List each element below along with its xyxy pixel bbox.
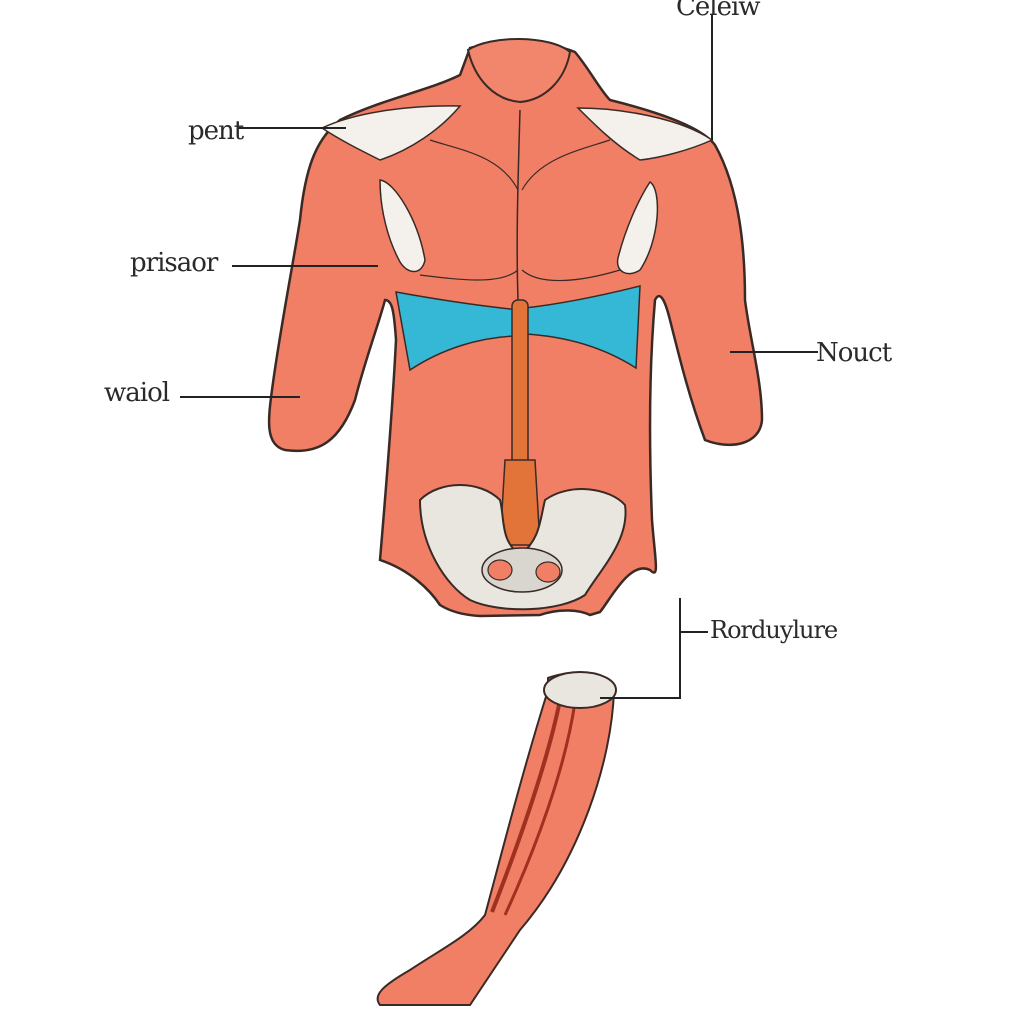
- side-highlight: [379, 179, 426, 273]
- leader-lines: [180, 14, 818, 699]
- label-arm-right: Nouct: [816, 338, 892, 368]
- torso-figure: [267, 38, 764, 618]
- neck: [466, 38, 572, 104]
- leg-muscle-line: [490, 699, 562, 913]
- leg-shape: [376, 671, 616, 1006]
- shoulder-highlight: [576, 107, 714, 161]
- knee-bone: [543, 671, 617, 709]
- pelvis-inner: [535, 561, 561, 583]
- label-shoulder-left: pent: [188, 116, 244, 146]
- muscle-line: [429, 139, 519, 191]
- muscle-line: [516, 109, 521, 301]
- leg-figure: [376, 671, 617, 1006]
- label-top-right: Celeiw: [676, 0, 761, 22]
- label-side-left: prisaor: [130, 248, 218, 278]
- pelvis-inner: [487, 559, 513, 581]
- muscle-line: [419, 269, 519, 281]
- side-highlight: [616, 180, 659, 275]
- muscle-line: [521, 269, 621, 282]
- label-arm-left: waiol: [104, 378, 170, 408]
- shoulder-highlight: [320, 105, 462, 161]
- label-leg-right: Rorduylure: [710, 616, 838, 644]
- cyan-band-right: [524, 285, 641, 370]
- leg-muscle-line: [503, 701, 577, 916]
- pelvis: [418, 484, 627, 611]
- muscle-line: [521, 139, 611, 191]
